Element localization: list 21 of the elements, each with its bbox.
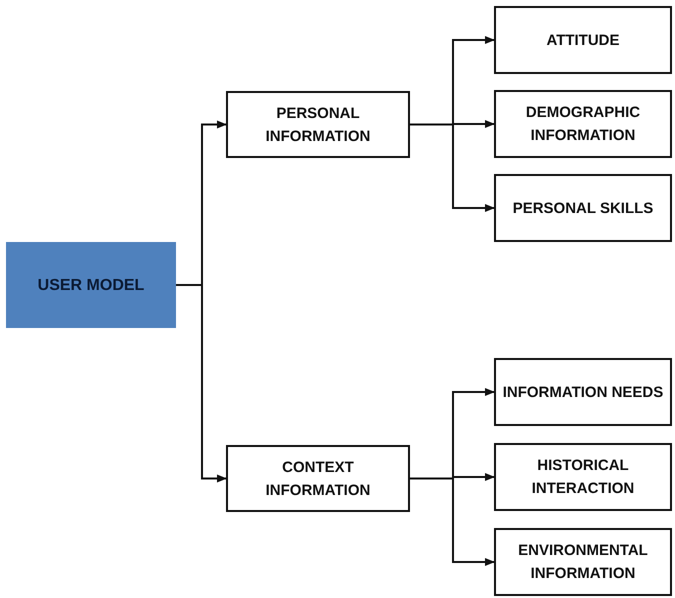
box-label: USER MODEL (38, 276, 144, 296)
box-label: ATTITUDE (546, 30, 620, 50)
category-box (226, 445, 410, 512)
box-label: DEMOGRAPHIC INFORMATION (524, 103, 642, 146)
root-box (6, 242, 176, 328)
connector-arrow (410, 478, 495, 566)
category-box (494, 528, 672, 596)
box-label: CONTEXT INFORMATION (264, 458, 372, 500)
connector-arrow (176, 284, 227, 482)
category-box (494, 6, 672, 74)
box-label: PERSONAL SKILLS (512, 198, 654, 218)
box-label: ENVIRONMENTAL INFORMATION (517, 541, 649, 584)
category-box (494, 443, 672, 511)
box-label: PERSONAL INFORMATION (264, 104, 372, 146)
box-label: INFORMATION NEEDS (502, 382, 664, 402)
category-box (226, 91, 410, 158)
category-box (494, 358, 672, 426)
category-box (494, 174, 672, 242)
box-label: HISTORICAL INTERACTION (530, 456, 636, 499)
connector-arrow (410, 124, 495, 212)
category-box (494, 90, 672, 158)
